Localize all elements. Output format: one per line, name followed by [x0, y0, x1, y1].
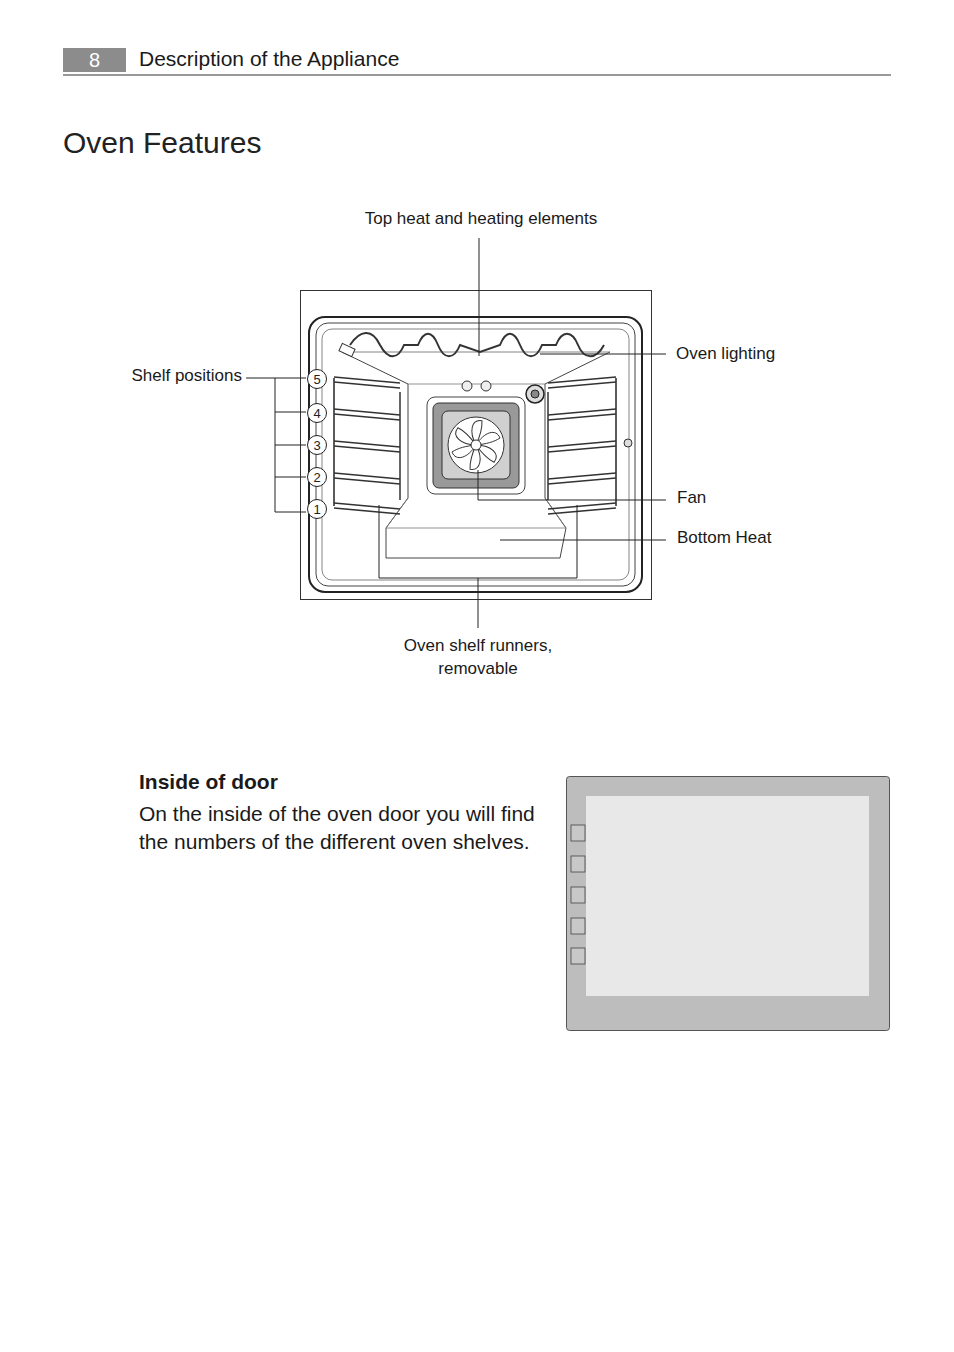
part-label: Bottom Heat [677, 527, 877, 549]
part-label: Shelf positions [80, 365, 242, 387]
callout-number: 2 [307, 467, 327, 487]
callout-number: 5 [307, 369, 327, 389]
node-text: 8 [89, 49, 100, 72]
body-text: On the inside of the oven door you will … [139, 800, 559, 856]
part-label: Oven shelf runners, removable [383, 634, 573, 680]
section-header: Description of the Appliance [139, 46, 639, 72]
node-text: 3 [313, 438, 320, 453]
node-text: 1 [313, 502, 320, 517]
node-text: 2 [313, 470, 320, 485]
callout-number: 1 [307, 499, 327, 519]
page-title: Oven Features [63, 124, 261, 162]
part-label: Oven lighting [676, 343, 876, 365]
page-number-box: 8 [63, 48, 126, 72]
part-label: Fan [677, 487, 777, 509]
callout-number: 4 [307, 403, 327, 423]
part-label: Top heat and heating elements [331, 208, 631, 230]
node-text: 5 [313, 372, 320, 387]
subheading: Inside of door [139, 768, 539, 796]
node-text: 4 [313, 406, 320, 421]
callout-number: 3 [307, 435, 327, 455]
